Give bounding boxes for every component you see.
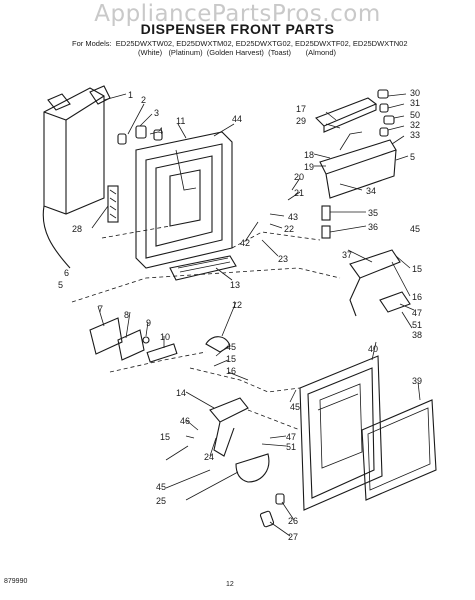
callout-22: 22 (284, 224, 294, 234)
color-golden-harvest: (Golden Harvest) (206, 48, 264, 57)
callout-16-right: 16 (412, 292, 422, 302)
gasket-panel-part (361, 399, 437, 501)
callout-4: 4 (158, 126, 163, 136)
heater-part (107, 185, 119, 223)
callout-46: 46 (180, 416, 190, 426)
callout-27: 27 (288, 532, 298, 542)
callout-45-right: 45 (410, 224, 420, 234)
callout-6: 6 (64, 268, 69, 278)
callout-13: 13 (230, 280, 240, 290)
callout-47-right: 47 (412, 308, 422, 318)
lower-lever-part (209, 397, 249, 457)
models-prefix: For Models: (72, 39, 112, 48)
callout-38: 38 (412, 330, 422, 340)
callout-25: 25 (156, 496, 166, 506)
bulb-cover-part (117, 329, 145, 361)
light-lens-part (89, 317, 123, 355)
callout-5-left: 5 (58, 280, 63, 290)
callout-47: 47 (286, 432, 296, 442)
callout-9: 9 (146, 318, 151, 328)
solenoid-part (321, 205, 331, 221)
callout-45-mid: 45 (226, 342, 236, 352)
callout-24: 24 (204, 452, 214, 462)
bulb-part (142, 336, 150, 344)
callout-31: 31 (410, 98, 420, 108)
models-list: ED25DWXTW02, ED25DWXTM02, ED25DWXTG02, E… (115, 39, 408, 48)
page-number: 12 (226, 581, 234, 588)
fitting-part (135, 125, 147, 139)
clip-part (379, 127, 389, 137)
callout-33: 33 (410, 130, 420, 140)
callout-11: 11 (176, 116, 185, 126)
callout-34: 34 (366, 186, 376, 196)
callout-7: 7 (98, 304, 103, 314)
actuator-bar-part (315, 97, 378, 133)
color-almond: (Almond) (305, 48, 337, 57)
callout-44: 44 (232, 114, 242, 124)
callout-36: 36 (368, 222, 378, 232)
callout-21: 21 (294, 188, 304, 198)
callout-32: 32 (410, 120, 420, 130)
callout-15-mid: 15 (226, 354, 236, 364)
callout-3: 3 (154, 108, 159, 118)
callout-1: 1 (128, 90, 133, 100)
clip-part (377, 89, 389, 99)
callout-5-right: 5 (410, 152, 415, 162)
callout-14: 14 (176, 388, 186, 398)
callout-45-door: 45 (290, 402, 300, 412)
color-white: (White) (138, 48, 163, 57)
clip-part (383, 115, 395, 125)
callout-29: 29 (296, 116, 306, 126)
callout-50: 50 (410, 110, 420, 120)
callout-40: 40 (368, 344, 378, 354)
clip-part (205, 336, 231, 353)
callout-42: 42 (240, 238, 250, 248)
watermark: AppliancePartsPros.com (94, 1, 381, 27)
pin-part (275, 493, 285, 505)
callout-20: 20 (294, 172, 304, 182)
fitting-part (153, 129, 163, 141)
bracket-part (349, 249, 411, 317)
callout-2: 2 (141, 95, 146, 105)
lever-assembly-part (319, 131, 397, 199)
callout-12: 12 (232, 300, 242, 310)
color-platinum: (Platinum) (168, 48, 203, 57)
callout-39: 39 (412, 376, 422, 386)
footer-code: 879990 (4, 578, 28, 585)
callout-8: 8 (124, 310, 129, 320)
callout-19: 19 (304, 162, 314, 172)
dispenser-bin-part (42, 85, 111, 269)
callout-18: 18 (304, 150, 314, 160)
callout-15-lower: 15 (160, 432, 170, 442)
callout-43: 43 (288, 212, 298, 222)
callout-30: 30 (410, 88, 420, 98)
callout-45-lower: 45 (156, 482, 166, 492)
socket-part (146, 343, 178, 363)
callout-15-right: 15 (412, 264, 422, 274)
color-toast: (Toast) (268, 48, 291, 57)
callout-35: 35 (368, 208, 378, 218)
cup-part (235, 453, 270, 483)
pin-part (259, 510, 275, 528)
model-info: For Models: ED25DWXTW02, ED25DWXTM02, ED… (72, 39, 408, 57)
callout-37: 37 (342, 250, 352, 260)
callout-51: 51 (286, 442, 296, 452)
callout-16-mid: 16 (226, 366, 236, 376)
callout-23: 23 (278, 254, 288, 264)
callout-51-right: 51 (412, 320, 422, 330)
clip-part (379, 103, 389, 113)
callout-28: 28 (72, 224, 82, 234)
diagram-title: DISPENSER FRONT PARTS (140, 21, 335, 37)
solenoid-part (321, 225, 331, 239)
fitting-part (117, 133, 127, 145)
dispenser-housing-part (135, 131, 233, 269)
callout-17: 17 (296, 104, 306, 114)
callout-26: 26 (288, 516, 298, 526)
callout-10: 10 (160, 332, 170, 342)
dispenser-door-part (299, 355, 383, 511)
